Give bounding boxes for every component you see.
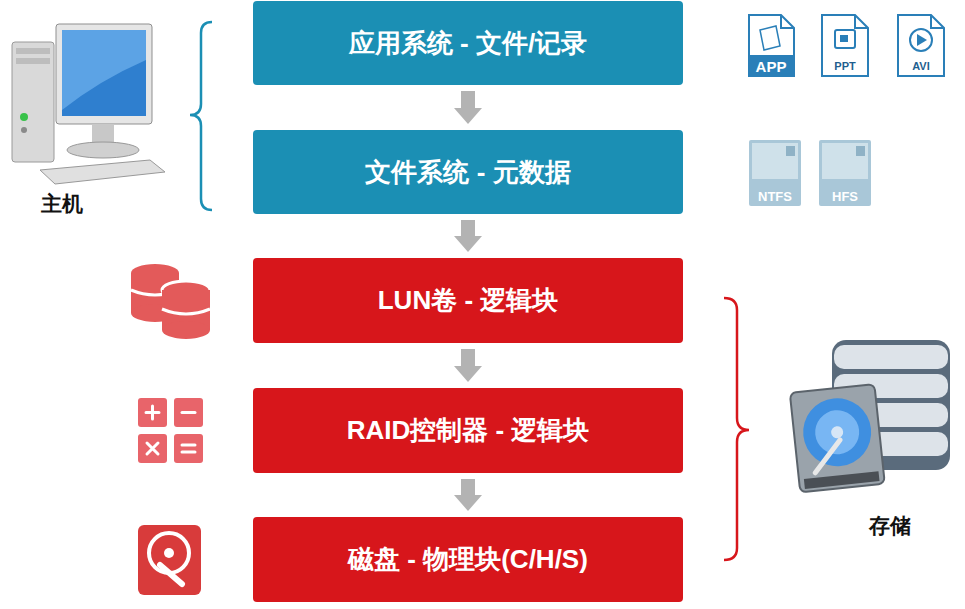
icon-label: PPT [834, 60, 855, 72]
flow-arrow [461, 91, 475, 108]
storage-icon [790, 340, 950, 492]
flow-arrow [461, 479, 475, 495]
host-brace [190, 22, 212, 210]
box-text: 磁盘 - 物理块(C/H/S) [348, 542, 588, 577]
box-text: RAID控制器 - 逻辑块 [347, 413, 590, 448]
icon-label: AVI [912, 60, 930, 72]
box-text: 文件系统 - 元数据 [365, 155, 570, 190]
icon-label: NTFS [758, 189, 792, 204]
filesystem-icons [749, 140, 871, 206]
process-box: 应用系统 - 文件/记录 [253, 1, 683, 85]
disk-icon [138, 525, 201, 595]
computer-icon [12, 24, 165, 184]
host-label: 主机 [41, 190, 83, 218]
process-box: LUN卷 - 逻辑块 [253, 258, 683, 343]
process-box: 磁盘 - 物理块(C/H/S) [253, 517, 683, 602]
box-text: LUN卷 - 逻辑块 [378, 283, 559, 318]
flow-arrow [461, 220, 475, 236]
flow-arrow [461, 349, 475, 366]
icon-label: HFS [832, 189, 858, 204]
storage-brace [724, 298, 749, 560]
raid-icon [138, 398, 203, 463]
file-icons [749, 15, 944, 76]
process-box: 文件系统 - 元数据 [253, 130, 683, 214]
box-text: 应用系统 - 文件/记录 [349, 26, 587, 61]
icon-label: APP [756, 58, 787, 75]
storage-label: 存储 [869, 512, 911, 540]
process-box: RAID控制器 - 逻辑块 [253, 388, 683, 473]
lun-icon [131, 264, 210, 339]
